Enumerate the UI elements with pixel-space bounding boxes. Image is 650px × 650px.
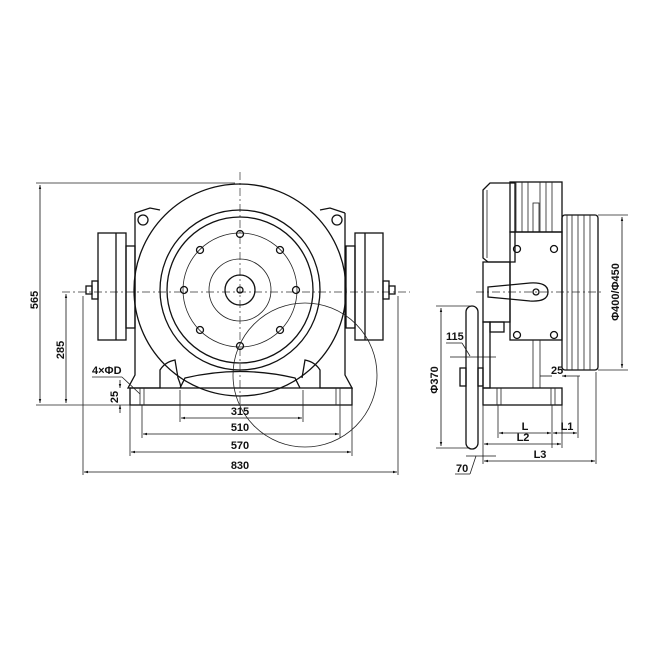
dim-285: 285 bbox=[55, 341, 67, 359]
flange-circle bbox=[159, 209, 321, 371]
dim-570: 570 bbox=[231, 440, 249, 452]
dim-315: 315 bbox=[231, 406, 249, 418]
base-plate bbox=[129, 387, 353, 406]
dim-25-front: 25 bbox=[109, 391, 121, 403]
gear-box bbox=[509, 231, 563, 341]
housing-right bbox=[301, 207, 354, 389]
dim-L2: L2 bbox=[517, 432, 530, 444]
traction-sheave bbox=[561, 214, 599, 371]
brake-left bbox=[85, 232, 136, 341]
lifting-hole-right bbox=[331, 214, 343, 226]
dim-510: 510 bbox=[231, 422, 249, 434]
dim-L: L bbox=[522, 421, 529, 433]
housing-left bbox=[126, 207, 182, 389]
dim-25-side: 25 bbox=[551, 365, 563, 377]
dim-L1: L1 bbox=[561, 421, 574, 433]
release-lever bbox=[487, 282, 549, 302]
dim-565: 565 bbox=[29, 291, 41, 309]
dim-handwheel-diameter: Φ370 bbox=[429, 366, 441, 393]
brake-housing bbox=[482, 182, 516, 263]
dim-70: 70 bbox=[456, 463, 468, 475]
bolt-holes bbox=[179, 229, 301, 351]
handwheel bbox=[465, 305, 479, 450]
brake-body bbox=[482, 261, 511, 323]
side-base bbox=[482, 387, 563, 406]
front-view: 565 285 4×ΦD 25 315 510 570 830 bbox=[29, 172, 410, 475]
dim-L3: L3 bbox=[534, 449, 547, 461]
base-arch bbox=[179, 370, 301, 389]
lifting-hole-left bbox=[137, 214, 149, 226]
dim-sheave-diameter: Φ400/Φ450 bbox=[610, 263, 622, 321]
shaft-circle bbox=[224, 274, 256, 306]
motor-fins bbox=[509, 181, 563, 233]
brake-right bbox=[345, 232, 396, 341]
dim-holes: 4×ΦD bbox=[92, 365, 122, 377]
side-view: Φ400/Φ450 Φ370 115 25 L L1 L2 L3 70 bbox=[429, 181, 628, 475]
dim-830: 830 bbox=[231, 460, 249, 472]
handwheel-overlay-circle bbox=[232, 302, 378, 448]
dim-115: 115 bbox=[446, 331, 464, 343]
